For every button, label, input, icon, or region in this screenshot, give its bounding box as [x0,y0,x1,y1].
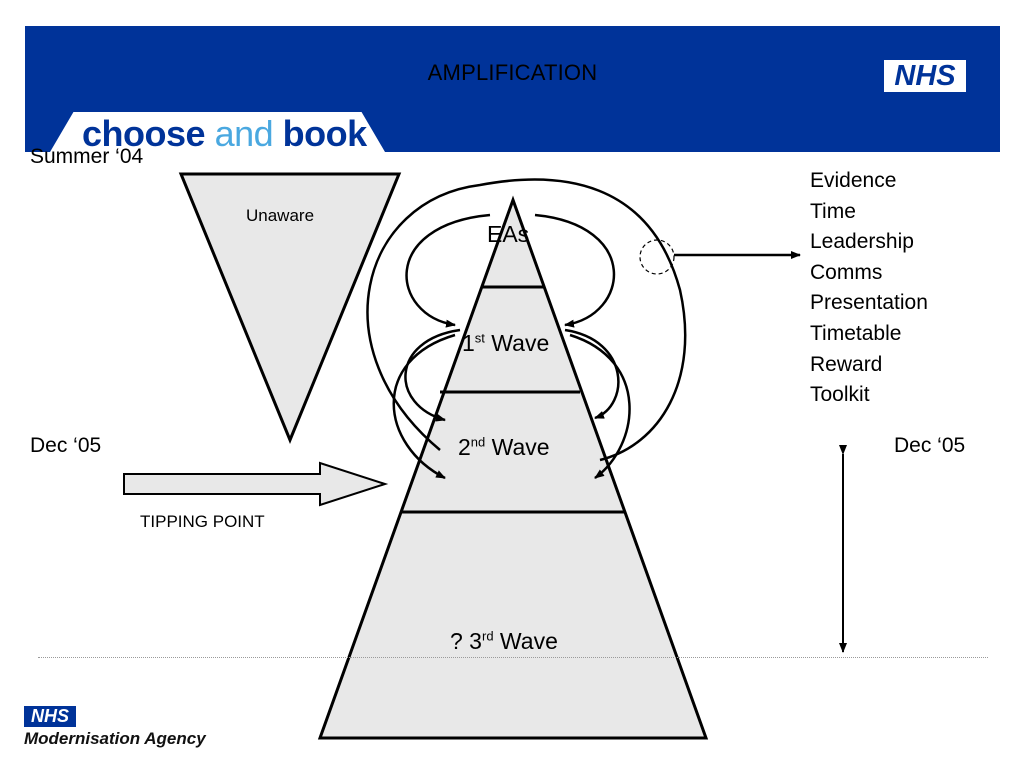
brand-choose: choose [82,113,206,154]
wave-2-label: 2nd Wave [458,434,550,460]
wave-pyramid [317,195,709,740]
unaware-label: Unaware [246,206,315,225]
factor-item: Toolkit [810,383,870,407]
factors-list: Evidence Time Leadership Comms Presentat… [810,166,928,411]
amplification-loop [366,178,687,462]
factor-item: Reward [810,352,883,376]
footer-divider [38,657,988,658]
eas-label: EAs [487,221,530,247]
slide-title: AMPLIFICATION [427,60,598,85]
curved-arrow-w1-left-b [392,333,456,480]
brand-and: and [214,113,274,154]
footer-nhs-logo: NHS [24,706,76,727]
wave-3-label: ? 3rd Wave [450,628,558,654]
curved-arrow-w1-right-a [564,328,620,420]
factor-item: Time [810,199,856,223]
dec-right-label: Dec ‘05 [894,434,966,457]
wave-1-label: 1st Wave [462,330,550,356]
curved-arrow-eas-left [405,213,491,328]
curved-arrow-w1-left-a [404,328,461,422]
summer-label: Summer ‘04 [30,145,144,168]
curved-arrow-w1-right-b [569,333,631,480]
nhs-logo: NHS [884,60,966,92]
factor-item: Leadership [810,230,914,254]
brand-tab [50,112,385,152]
factor-item: Timetable [810,321,902,345]
focus-circle [639,239,675,275]
factor-item: Evidence [810,169,897,192]
tipping-point-label: TIPPING POINT [140,512,265,531]
factor-item: Comms [810,260,883,284]
unaware-triangle [178,172,402,444]
factor-item: Presentation [810,291,928,315]
footer-org-name: Modernisation Agency [24,729,206,748]
choose-and-book-logo: choose and book [82,113,367,155]
brand-book: book [282,113,368,154]
dec-left-label: Dec ‘05 [30,434,102,457]
curved-arrow-eas-right [534,213,616,328]
tipping-point-arrow [123,461,389,507]
